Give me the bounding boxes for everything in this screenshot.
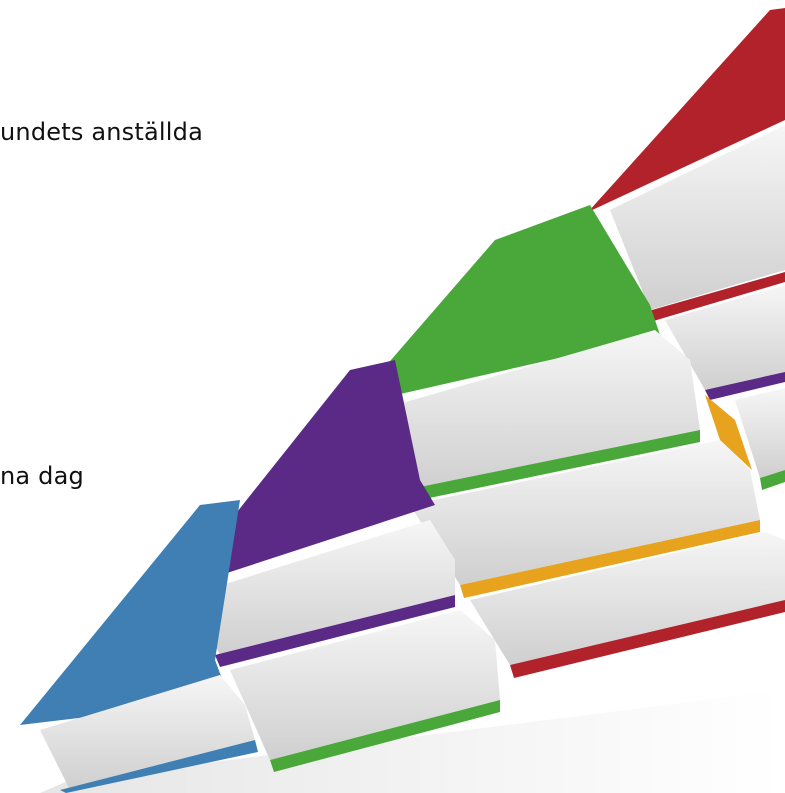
book-red-top bbox=[588, 8, 785, 322]
slide-text-line-2: na dag bbox=[0, 462, 84, 490]
slide-text-line-1: undets anställda bbox=[0, 118, 203, 146]
book-purple-right bbox=[665, 285, 785, 400]
book-blue bbox=[20, 500, 258, 793]
book-red-bottom bbox=[470, 532, 785, 678]
book-green-right bbox=[735, 388, 785, 490]
floor-shadow bbox=[40, 690, 785, 793]
book-orange bbox=[410, 395, 760, 598]
book-green-top bbox=[352, 205, 700, 502]
book-green-bottom bbox=[230, 610, 500, 772]
book-purple-middle bbox=[175, 360, 455, 667]
